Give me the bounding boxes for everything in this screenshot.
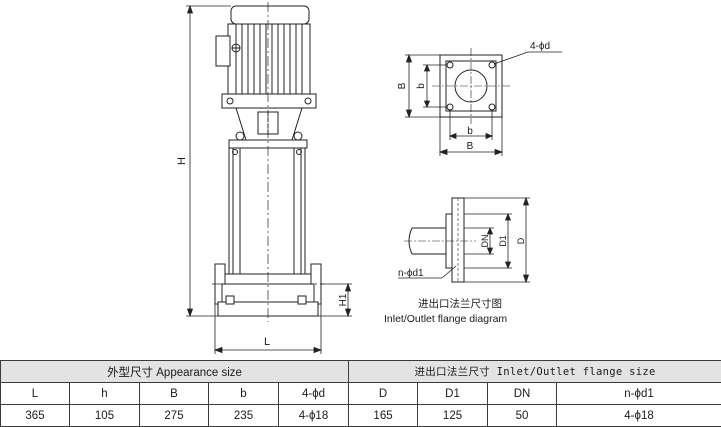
- value-cell: 125: [418, 405, 488, 427]
- value-cell: 50: [488, 405, 557, 427]
- header-cell: DN: [488, 383, 557, 405]
- group-appearance-size: 外型尺寸 Appearance size: [1, 361, 349, 383]
- label-D: D: [516, 237, 526, 244]
- motor-flange: [222, 94, 316, 108]
- value-cell: 105: [70, 405, 140, 427]
- label-flange-b: b: [416, 83, 427, 89]
- label-flange-B-bottom: B: [467, 141, 474, 152]
- caption-cn: 进出口法兰尺寸图: [418, 297, 502, 310]
- label-DN: DN: [480, 235, 490, 248]
- value-cell: 4-ϕ18: [279, 405, 349, 427]
- header-cell: b: [209, 383, 279, 405]
- table-header-row: L h B b 4-ϕd D D1 DN n-ϕd1: [1, 383, 721, 405]
- label-H1: H1: [338, 293, 349, 306]
- caption-en: Inlet/Outlet flange diagram: [384, 313, 507, 325]
- value-cell: 4-ϕ18: [557, 405, 721, 427]
- label-flange-b-bottom: b: [467, 126, 473, 137]
- spec-table: 外型尺寸 Appearance size 进出口法兰尺寸 Inlet/Outle…: [0, 360, 721, 427]
- header-cell: 4-ϕd: [279, 383, 349, 405]
- label-L: L: [264, 336, 270, 348]
- table-row: 365 105 275 235 4-ϕ18 165 125 50 4-ϕ18: [1, 405, 721, 427]
- header-cell: L: [1, 383, 70, 405]
- header-cell: B: [140, 383, 209, 405]
- header-cell: n-ϕd1: [557, 383, 721, 405]
- value-cell: 165: [349, 405, 418, 427]
- table-group-row: 外型尺寸 Appearance size 进出口法兰尺寸 Inlet/Outle…: [1, 361, 721, 383]
- group-flange-size: 进出口法兰尺寸 Inlet/Outlet flange size: [349, 361, 721, 383]
- flange-top-view: [432, 48, 562, 124]
- value-cell: 275: [140, 405, 209, 427]
- coupling-bracket: [236, 108, 302, 140]
- value-cell: 365: [1, 405, 70, 427]
- label-D1: D1: [498, 235, 508, 247]
- label-H: H: [176, 157, 188, 165]
- header-cell: D1: [418, 383, 488, 405]
- pump-drawing: H L H1 B b b B 4-ϕd DN D1 D n-ϕd1 进出口法兰尺…: [0, 0, 721, 355]
- motor-body: [228, 6, 310, 94]
- value-cell: 235: [209, 405, 279, 427]
- header-cell: D: [349, 383, 418, 405]
- label-bolt-nd1: n-ϕd1: [398, 268, 424, 279]
- label-flange-B: B: [397, 82, 408, 89]
- header-cell: h: [70, 383, 140, 405]
- label-bolt-4d: 4-ϕd: [530, 41, 550, 52]
